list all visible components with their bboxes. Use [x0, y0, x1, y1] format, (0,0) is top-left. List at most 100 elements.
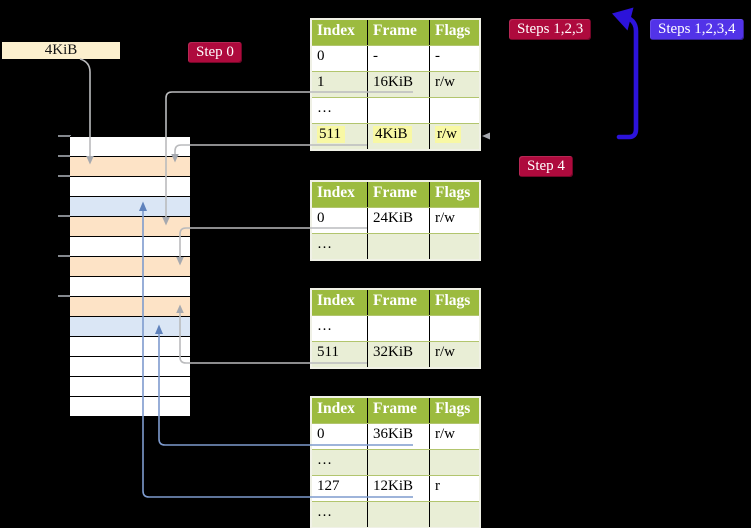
- memory-frame-row: [70, 317, 190, 337]
- column-header-index: Index: [317, 22, 355, 39]
- column-header-frame: Frame: [367, 182, 429, 207]
- table-row: 0 --: [312, 45, 479, 71]
- table-cell: 127: [317, 478, 340, 494]
- table-cell: …: [317, 504, 332, 520]
- table-cell: r/w: [429, 424, 479, 449]
- memory-frame-row: [70, 337, 190, 357]
- frame-size-label: 4KiB: [2, 42, 120, 59]
- column-header-index: Index: [317, 292, 355, 309]
- memory-tick: [58, 175, 71, 177]
- highlighted-value: 4KiB: [373, 126, 412, 143]
- column-header-frame: Frame: [367, 20, 429, 45]
- table-row: …: [312, 315, 479, 341]
- column-header-flags: Flags: [429, 290, 479, 315]
- memory-frame-row: [70, 297, 190, 317]
- column-header-flags: Flags: [429, 20, 479, 45]
- table-cell: 24KiB: [367, 208, 429, 233]
- table-cell: 32KiB: [367, 342, 429, 367]
- table-cell: [429, 98, 479, 123]
- column-header-frame: Frame: [367, 398, 429, 423]
- memory-frame-row: [70, 197, 190, 217]
- table-cell: r/w: [429, 208, 479, 233]
- highlighted-value: 511: [317, 126, 345, 143]
- table-cell: 36KiB: [367, 424, 429, 449]
- table-row: …: [312, 501, 479, 527]
- table-cell: 0: [317, 426, 325, 442]
- column-header-index: Index: [317, 400, 355, 417]
- memory-tick: [58, 295, 71, 297]
- memory-frame-row: [70, 137, 190, 157]
- arrowhead-up-left-icon: [612, 7, 634, 31]
- arrowhead-left-icon: [482, 132, 490, 140]
- column-header-flags: Flags: [429, 398, 479, 423]
- table-cell: 0: [317, 210, 325, 226]
- table-cell: 511: [312, 124, 367, 149]
- table-cell: r/w: [429, 342, 479, 367]
- memory-frame-row: [70, 277, 190, 297]
- table-cell: 12KiB: [367, 476, 429, 501]
- table-cell: …: [317, 452, 332, 468]
- table-cell: r: [429, 476, 479, 501]
- table-cell: -: [367, 46, 429, 71]
- column-header-index: Index: [317, 184, 355, 201]
- table-cell: r/w: [429, 124, 479, 149]
- table-row: …: [312, 233, 479, 259]
- memory-frame-row: [70, 257, 190, 277]
- physical-memory-strip: [70, 136, 190, 417]
- steps-1-2-3-4-badge: Steps 1,2,3,4: [650, 19, 744, 40]
- table-cell: [429, 234, 479, 259]
- memory-frame-row: [70, 157, 190, 177]
- table-cell: [367, 98, 429, 123]
- highlighted-value: r/w: [435, 126, 461, 143]
- column-header-frame: Frame: [367, 290, 429, 315]
- table-row: …: [312, 449, 479, 475]
- memory-frame-row: [70, 377, 190, 397]
- table-cell: [367, 502, 429, 527]
- table-row: 511 4KiB r/w: [312, 123, 479, 149]
- column-header-flags: Flags: [429, 182, 479, 207]
- step-4-badge: Step 4: [519, 156, 573, 177]
- steps-1-2-3-badge: Steps 1,2,3: [509, 19, 592, 40]
- table-cell: [429, 316, 479, 341]
- memory-frame-row: [70, 237, 190, 257]
- table-cell: [429, 450, 479, 475]
- memory-tick: [58, 255, 71, 257]
- table-cell: [429, 502, 479, 527]
- table-cell: r/w: [429, 72, 479, 97]
- memory-frame-row: [70, 357, 190, 377]
- memory-tick: [58, 135, 71, 137]
- table-cell: 511: [317, 344, 339, 360]
- memory-tick: [58, 155, 71, 157]
- memory-tick: [58, 215, 71, 217]
- steps-loop-arrow: [616, 16, 639, 140]
- table-cell: 0: [317, 48, 325, 64]
- table-cell: 16KiB: [367, 72, 429, 97]
- table-cell: …: [317, 236, 332, 252]
- step-0-badge: Step 0: [188, 42, 242, 63]
- table-cell: 4KiB: [367, 124, 429, 149]
- memory-frame-row: [70, 217, 190, 237]
- table-cell: -: [429, 46, 479, 71]
- table-cell: [367, 450, 429, 475]
- table-cell: [367, 234, 429, 259]
- memory-frame-row: [70, 397, 190, 417]
- table-cell: [367, 316, 429, 341]
- memory-frame-row: [70, 177, 190, 197]
- table-cell: 1: [317, 74, 325, 90]
- table-cell: …: [317, 100, 332, 116]
- table-row: …: [312, 97, 479, 123]
